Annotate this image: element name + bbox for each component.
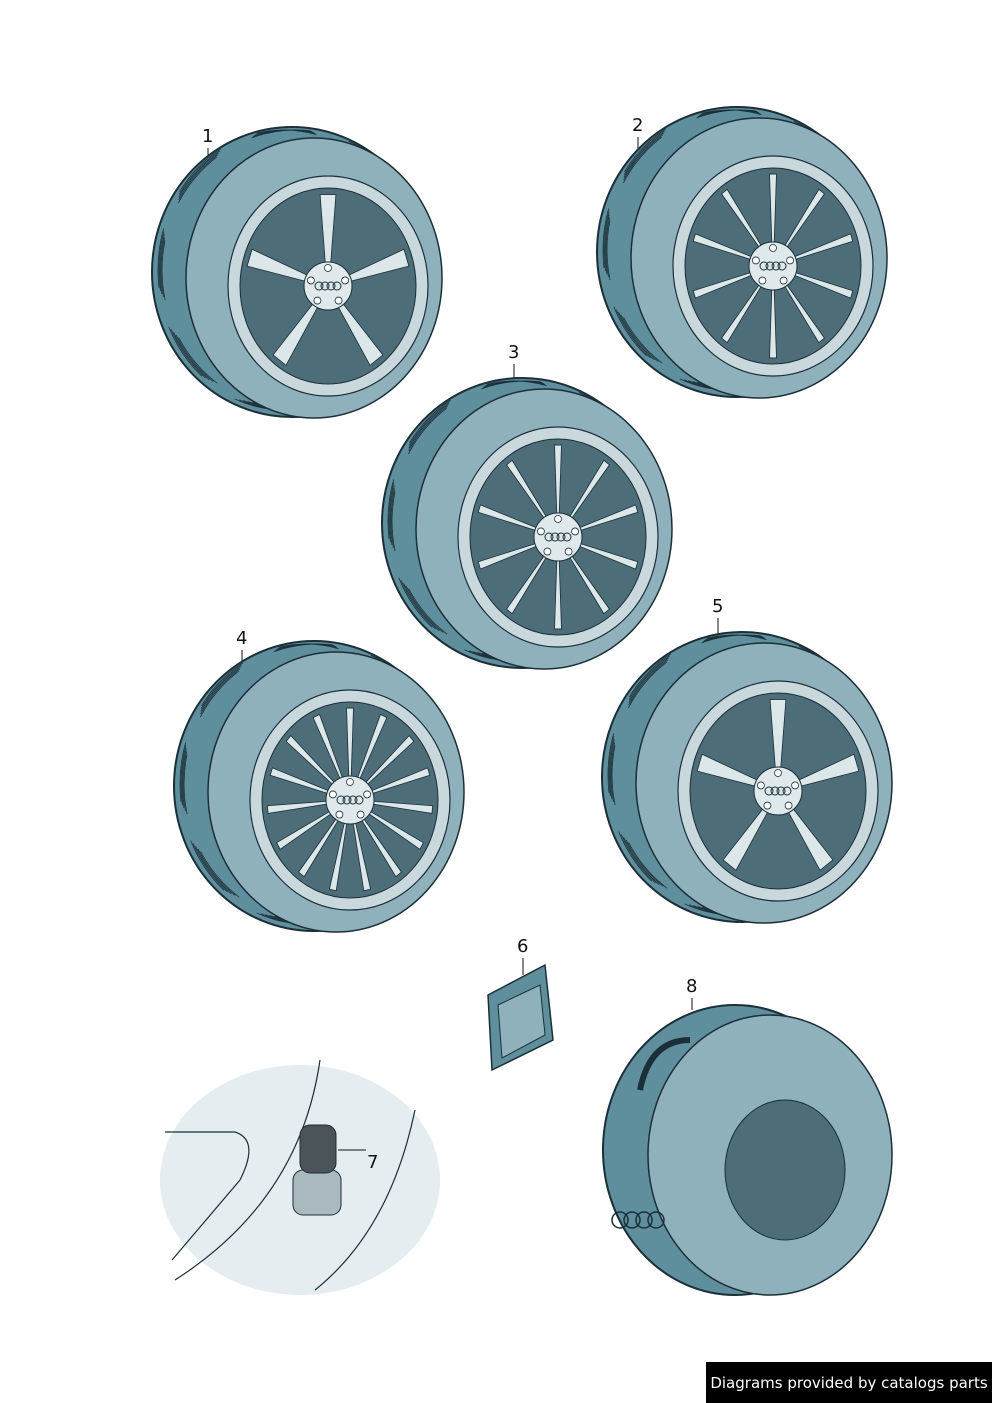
wheel-1 bbox=[151, 126, 443, 419]
logo-ring-icon bbox=[776, 786, 786, 796]
bag-center bbox=[724, 1099, 846, 1241]
lug-bolt bbox=[543, 547, 552, 556]
rim-edge bbox=[165, 1131, 250, 1261]
valve-detail-7 bbox=[160, 1059, 440, 1295]
callout-4: 4 bbox=[236, 628, 248, 649]
lug-bolt bbox=[784, 801, 793, 810]
valve-stem bbox=[292, 1169, 342, 1216]
lug-bolt bbox=[751, 256, 760, 265]
logo-ring-icon bbox=[326, 281, 336, 291]
logo-ring-icon bbox=[550, 532, 560, 542]
callout-5: 5 bbox=[712, 596, 724, 617]
lug-bolt bbox=[554, 515, 562, 523]
lug-bolt bbox=[769, 244, 777, 252]
wheel-3 bbox=[381, 364, 673, 670]
logo-ring-icon bbox=[562, 532, 572, 542]
lug-bolt bbox=[758, 276, 767, 285]
rim-edge bbox=[174, 1059, 416, 1291]
logo-ring-icon bbox=[759, 261, 769, 271]
lug-bolt bbox=[763, 801, 772, 810]
lug-bolt bbox=[324, 264, 332, 272]
logo-ring-icon bbox=[314, 281, 324, 291]
lug-bolt bbox=[786, 256, 795, 265]
lug-bolt bbox=[306, 276, 315, 285]
logo-ring-icon bbox=[336, 795, 346, 805]
lug-bolt bbox=[341, 276, 350, 285]
lug-bolt bbox=[363, 790, 372, 799]
lug-bolt bbox=[791, 781, 800, 790]
logo-ring-icon bbox=[611, 1211, 629, 1229]
logo-ring-icon bbox=[320, 281, 330, 291]
logo-ring-icon bbox=[544, 532, 554, 542]
logo-ring-icon bbox=[782, 786, 792, 796]
lug-bolt bbox=[571, 527, 580, 536]
lug-bolt bbox=[346, 778, 354, 786]
lug-bolt bbox=[356, 810, 365, 819]
logo-ring-icon bbox=[777, 261, 787, 271]
callout-2: 2 bbox=[632, 115, 644, 136]
logo-ring-icon bbox=[354, 795, 364, 805]
wheel-2 bbox=[596, 106, 888, 399]
logo-ring-icon bbox=[635, 1211, 653, 1229]
callout-8: 8 bbox=[686, 976, 698, 997]
logo-ring-icon bbox=[771, 261, 781, 271]
lug-bolt bbox=[779, 276, 788, 285]
lug-bolt bbox=[334, 296, 343, 305]
wheel-5 bbox=[601, 618, 893, 924]
wheel-4 bbox=[173, 640, 465, 933]
logo-ring-icon bbox=[556, 532, 566, 542]
callout-1: 1 bbox=[202, 126, 214, 147]
logo-ring-icon bbox=[342, 795, 352, 805]
lug-bolt bbox=[328, 790, 337, 799]
footer-text: Diagrams provided by catalogs parts bbox=[710, 1373, 988, 1392]
lug-bolt bbox=[756, 781, 765, 790]
sticker-pack-6 bbox=[487, 958, 554, 1072]
logo-ring-icon bbox=[348, 795, 358, 805]
pack-label bbox=[497, 984, 546, 1059]
callout-6: 6 bbox=[517, 936, 529, 957]
valve-cap bbox=[299, 1124, 337, 1174]
lug-bolt bbox=[774, 769, 782, 777]
logo-ring-icon bbox=[765, 261, 775, 271]
lug-bolt bbox=[564, 547, 573, 556]
lug-bolt bbox=[536, 527, 545, 536]
callout-3: 3 bbox=[508, 342, 520, 363]
lug-bolt bbox=[313, 296, 322, 305]
callout-7: 7 bbox=[367, 1152, 379, 1173]
lug-bolt bbox=[335, 810, 344, 819]
wheel-bag-8 bbox=[602, 998, 893, 1296]
bag-handle bbox=[637, 1037, 691, 1091]
logo-ring-icon bbox=[647, 1211, 665, 1229]
footer-credit: Diagrams provided by catalogs parts bbox=[706, 1362, 992, 1403]
logo-ring-icon bbox=[332, 281, 342, 291]
logo-ring-icon bbox=[764, 786, 774, 796]
logo-ring-icon bbox=[770, 786, 780, 796]
logo-ring-icon bbox=[623, 1211, 641, 1229]
